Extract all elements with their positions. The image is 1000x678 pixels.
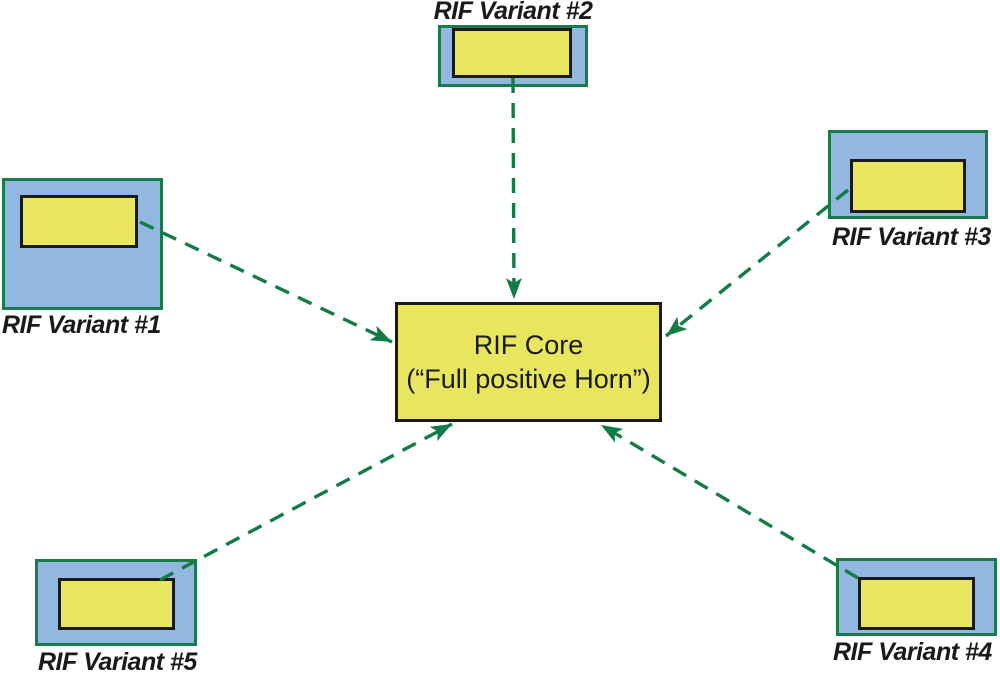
core-title: RIF Core xyxy=(473,330,584,360)
variant-1-inner-box xyxy=(20,195,138,248)
rif-variant-2-node xyxy=(438,25,588,87)
variant-3-label: RIF Variant #3 xyxy=(832,223,991,251)
variant-1-label: RIF Variant #1 xyxy=(2,311,161,339)
variant-2-inner-box xyxy=(452,28,572,78)
variant-3-inner-box xyxy=(850,159,966,213)
dashed-arrow-variant-4 xyxy=(600,423,859,580)
rif-core-node: RIF Core (“Full positive Horn”) xyxy=(395,302,662,422)
dashed-arrow-variant-1 xyxy=(139,220,393,344)
rif-variant-4-node xyxy=(836,558,997,636)
variant-4-inner-box xyxy=(858,577,975,630)
dashed-arrow-variant-5 xyxy=(159,422,453,582)
variant-5-label: RIF Variant #5 xyxy=(38,648,197,676)
variant-4-label: RIF Variant #4 xyxy=(833,638,992,666)
variant-2-label: RIF Variant #2 xyxy=(433,0,593,25)
variant-5-inner-box xyxy=(58,578,175,630)
rif-variant-5-node xyxy=(35,559,197,646)
core-subtitle: (“Full positive Horn”) xyxy=(406,364,651,394)
rif-variant-1-node xyxy=(2,178,163,310)
rif-variant-3-node xyxy=(828,130,988,219)
dashed-arrow-variant-2 xyxy=(505,77,522,300)
dashed-arrow-variant-3 xyxy=(664,188,850,338)
